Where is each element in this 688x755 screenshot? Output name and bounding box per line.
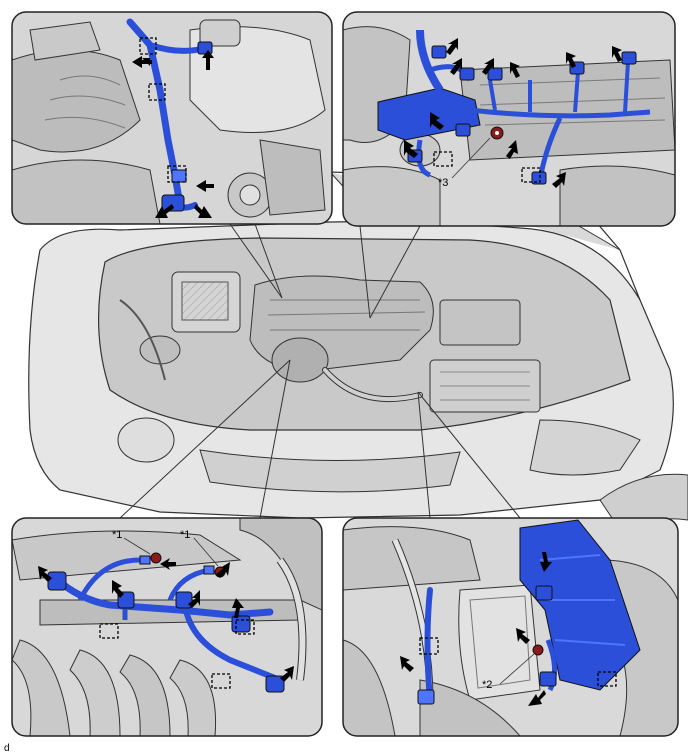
figure-id-label: d [4, 743, 10, 754]
callout-label-3: *3 [438, 177, 448, 189]
panel-bottom-right: *2 [342, 517, 679, 737]
panel-bottom-left: *1 *1 [11, 517, 323, 737]
callout-label-1a: *1 [112, 529, 122, 541]
callout-label-2: *2 [482, 679, 492, 691]
callout-label-1b: *1 [180, 529, 190, 541]
panel-leader-lines [119, 223, 521, 519]
panel-top-left [11, 11, 333, 225]
panel-top-right: *3 [342, 11, 676, 227]
vehicle-engine-bay-illustration [28, 171, 688, 531]
